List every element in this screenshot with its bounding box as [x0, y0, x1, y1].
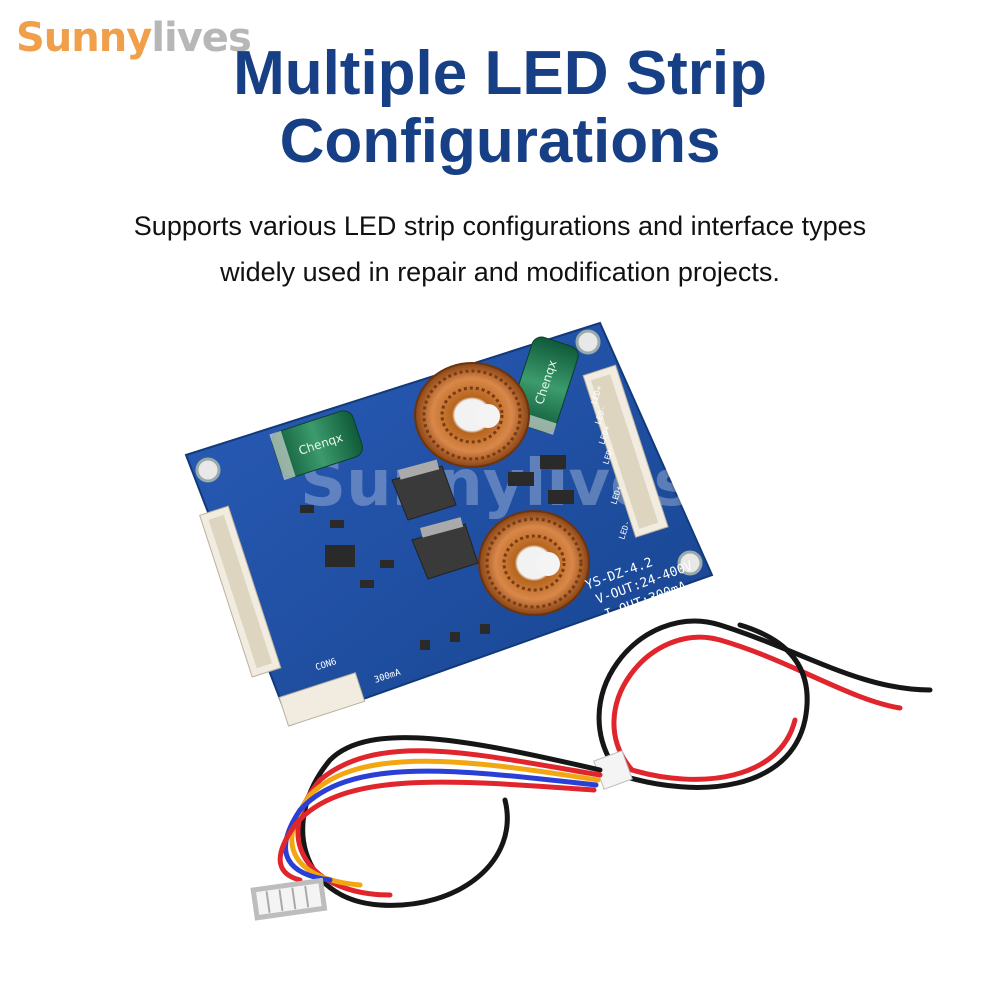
brand-logo-part2: lives: [151, 15, 251, 61]
brand-logo: Sunnylives: [16, 15, 252, 61]
connector-bottom: [278, 672, 366, 727]
capacitor-left: Chenqx: [269, 410, 363, 481]
regulator-chip: [411, 517, 479, 580]
harness-plug: [250, 877, 328, 921]
connector-left-flat: [199, 505, 282, 678]
mosfet-chip: [391, 459, 457, 521]
title-line-2: Configurations: [279, 107, 721, 176]
mount-hole-icon: [195, 457, 221, 483]
page-subtitle: Supports various LED strip configuration…: [0, 203, 1000, 295]
mount-hole-icon: [677, 550, 703, 576]
mount-hole-icon: [575, 329, 601, 355]
subtitle-line-2: widely used in repair and modification p…: [220, 257, 780, 287]
wire-harness: [250, 735, 603, 921]
page-title: Multiple LED Strip Configurations: [0, 40, 1000, 176]
inductor-coil-top: [414, 362, 530, 468]
power-cable: [593, 618, 933, 790]
subtitle-line-1: Supports various LED strip configuration…: [133, 211, 867, 241]
smd-components: [300, 455, 574, 650]
inductor-coil-bottom: [478, 510, 590, 616]
title-line-1: Multiple LED Strip: [233, 39, 767, 108]
connector-right-led: [582, 364, 669, 538]
brand-logo-part1: Sunny: [16, 15, 152, 61]
